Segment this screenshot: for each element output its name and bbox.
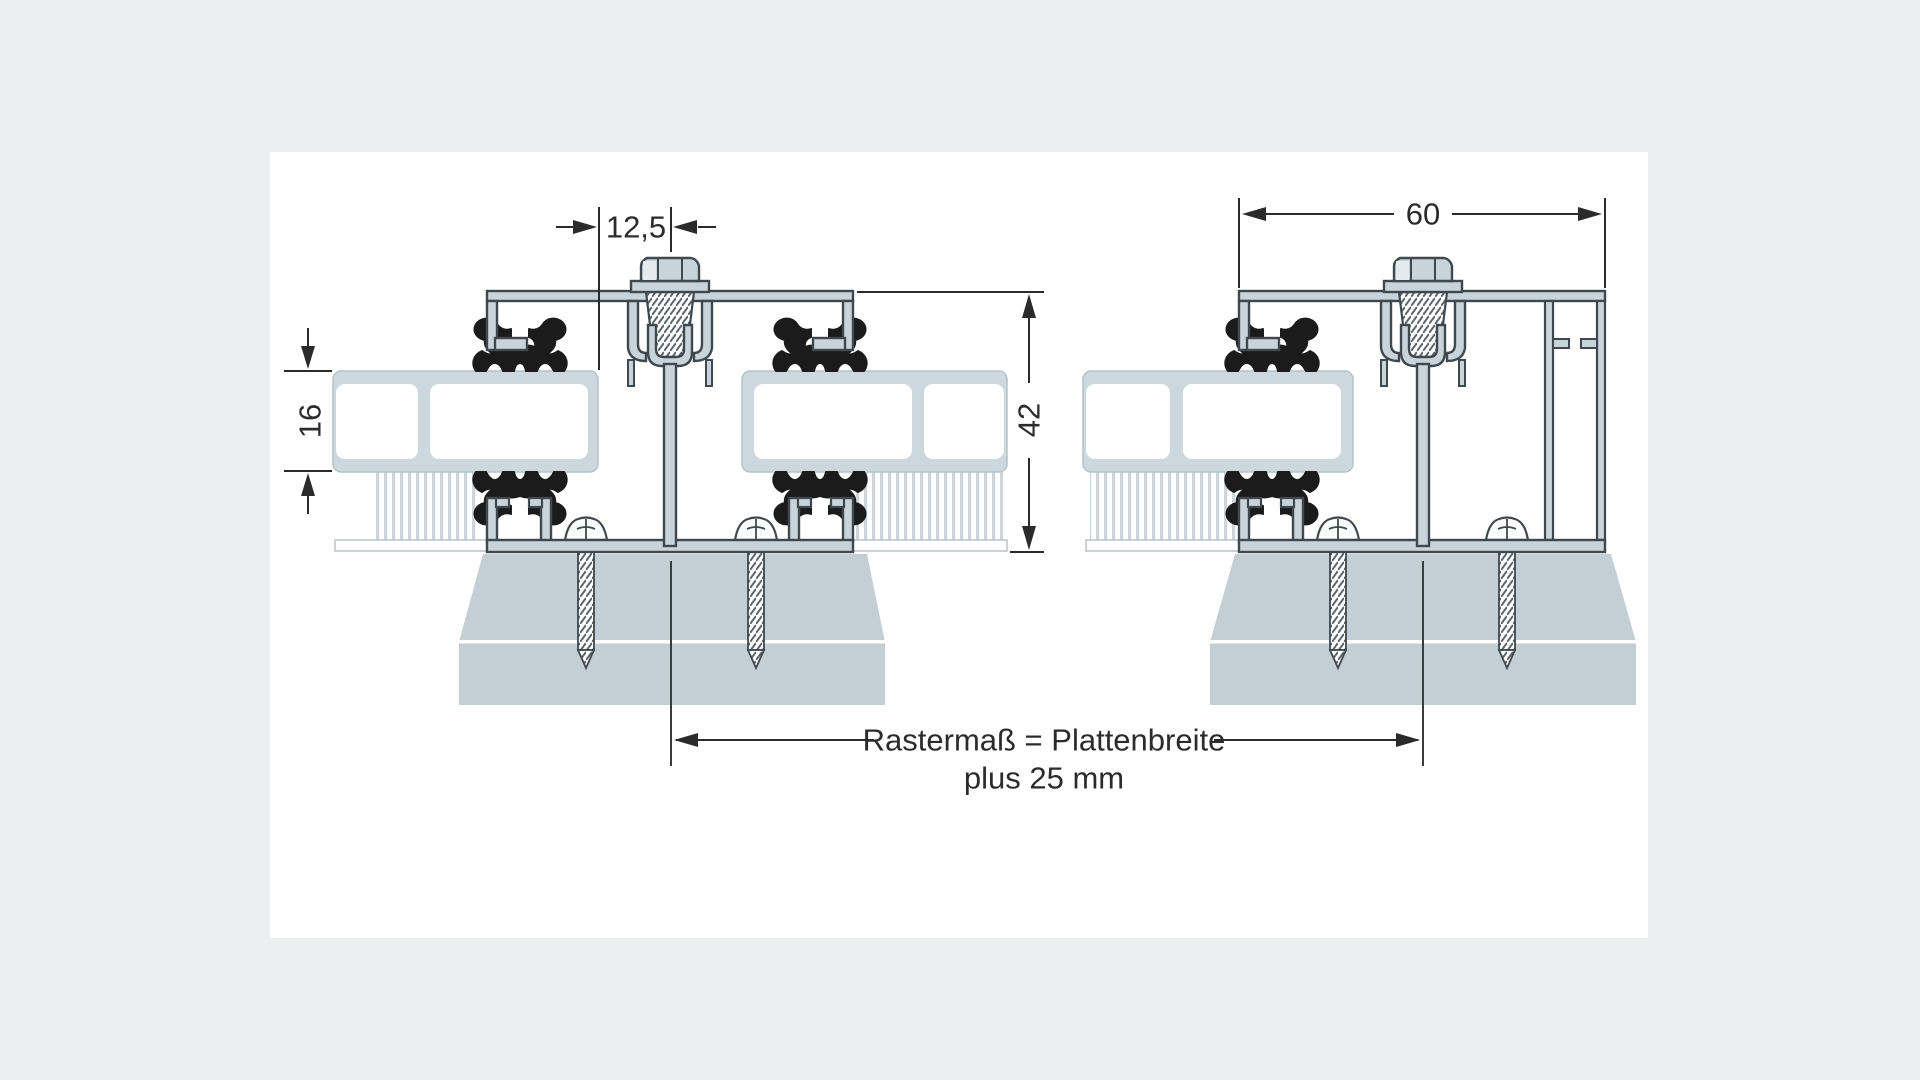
dim-label-profile-height: 42 [1012,403,1047,437]
center-reference-lines [670,561,1424,766]
dim-label-gap-half: 12,5 [606,210,666,245]
dimension-60: 60 [1238,197,1606,288]
right-profile-section [1237,256,1607,554]
left-profile-section [485,256,855,554]
dim-label-panel-thickness: 16 [293,404,328,438]
caption-line-1: Rastermaß = Plattenbreite [863,723,1226,758]
dim-label-profile-width: 60 [1406,197,1440,232]
multiwall-panels [332,370,1354,473]
caption-line-2: plus 25 mm [964,761,1124,796]
dimension-42: 42 [857,291,1047,553]
dimension-12-5: 12,5 [556,207,716,370]
dimension-rastermass: Rastermaß = Plattenbreite plus 25 mm [674,723,1420,796]
panel-elevation-hatch [334,472,1240,552]
dimension-16: 16 [284,328,332,514]
